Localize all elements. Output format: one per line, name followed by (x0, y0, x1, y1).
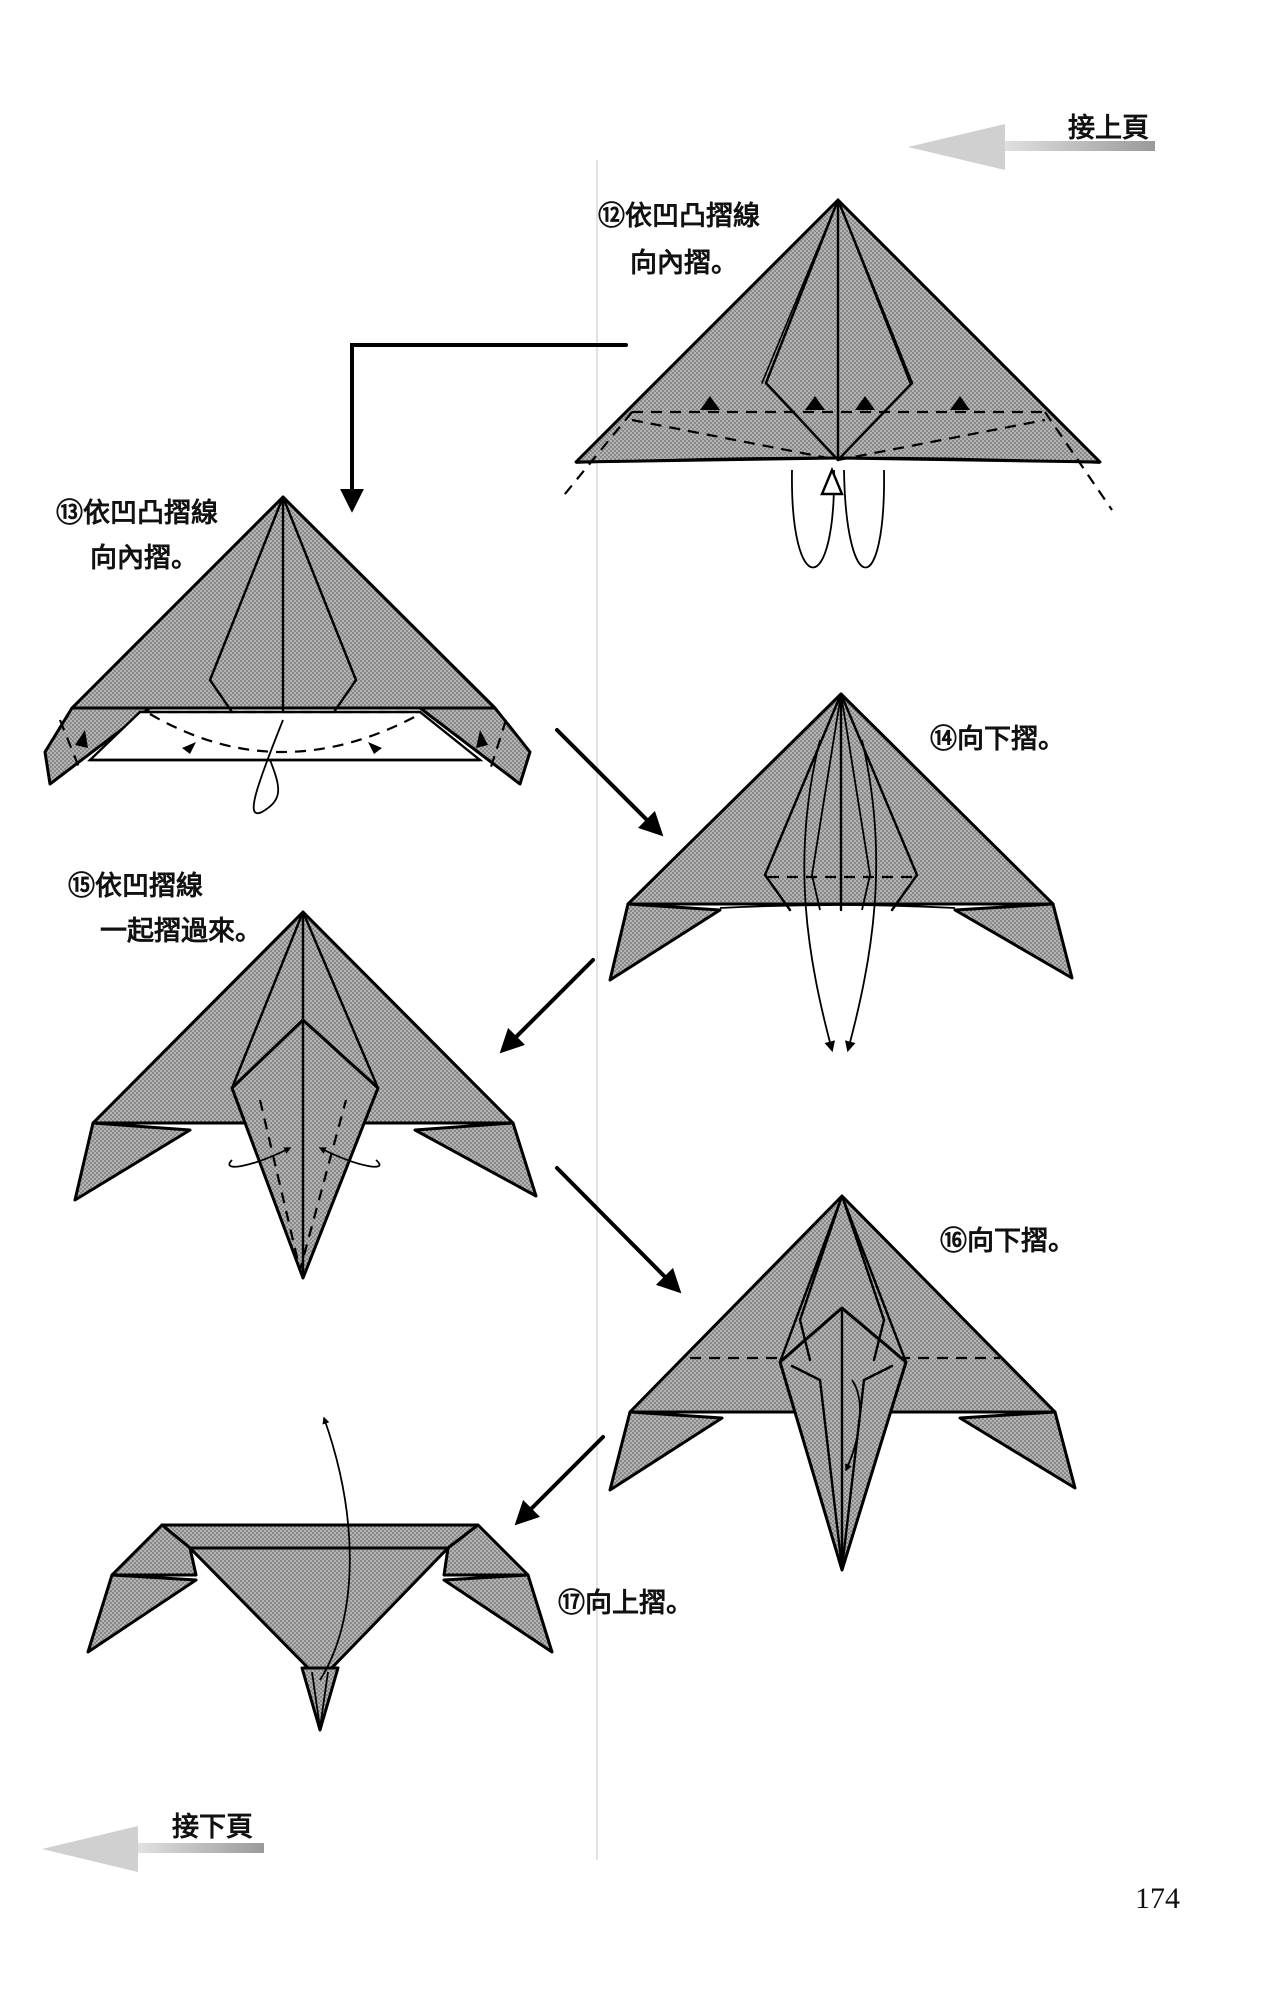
flow-arrow-12-to-13 (340, 343, 628, 513)
continued-from-arrow (908, 124, 1155, 170)
step-13-label-line1: ⑬依凹凸摺線 (56, 497, 218, 529)
step-17-text: 向上摺。 (585, 1587, 693, 1619)
step-12-label-line1: ⑫依凹凸摺線 (598, 200, 760, 232)
step-16-number: ⑯ (940, 1225, 967, 1257)
page-number: 174 (1135, 1882, 1180, 1915)
step-14-label: ⑭向下摺。 (930, 723, 1065, 755)
step-12-label-line2: 向內摺。 (630, 247, 738, 279)
step-16-figure (608, 1194, 1077, 1572)
step-15-label-line1: ⑮依凹摺線 (68, 870, 203, 902)
step-16-label: ⑯向下摺。 (940, 1225, 1075, 1257)
step-13-label-line2: 向內摺。 (90, 542, 198, 574)
step-14-figure (608, 692, 1074, 1053)
step-16-text: 向下摺。 (967, 1225, 1075, 1257)
step-12-figure (559, 197, 1113, 569)
continued-to-label: 接下頁 (172, 1812, 253, 1843)
flow-arrow-14-to-15 (499, 958, 595, 1054)
step-13-text: 依凹凸摺線 (83, 497, 218, 529)
step-12-text: 依凹凸摺線 (625, 200, 760, 232)
step-15-number: ⑮ (68, 870, 95, 902)
step-13-figure (43, 495, 532, 815)
step-15-text: 依凹摺線 (95, 870, 203, 902)
step-14-text: 向下摺。 (957, 723, 1065, 755)
step-14-number: ⑭ (930, 723, 957, 755)
step-17-figure (86, 1416, 554, 1732)
step-12-number: ⑫ (598, 200, 625, 232)
step-15-figure (73, 910, 538, 1280)
continued-to-arrow (42, 1826, 264, 1872)
step-13-number: ⑬ (56, 497, 83, 529)
flow-arrow-13-to-14 (555, 728, 664, 837)
flow-arrow-16-to-17 (514, 1435, 605, 1526)
continued-from-label: 接上頁 (1068, 113, 1149, 144)
flow-arrow-15-to-16 (555, 1166, 682, 1294)
step-15-label-line2: 一起摺過來。 (100, 916, 262, 947)
step-17-number: ⑰ (558, 1587, 585, 1619)
step-17-label: ⑰向上摺。 (558, 1587, 693, 1619)
